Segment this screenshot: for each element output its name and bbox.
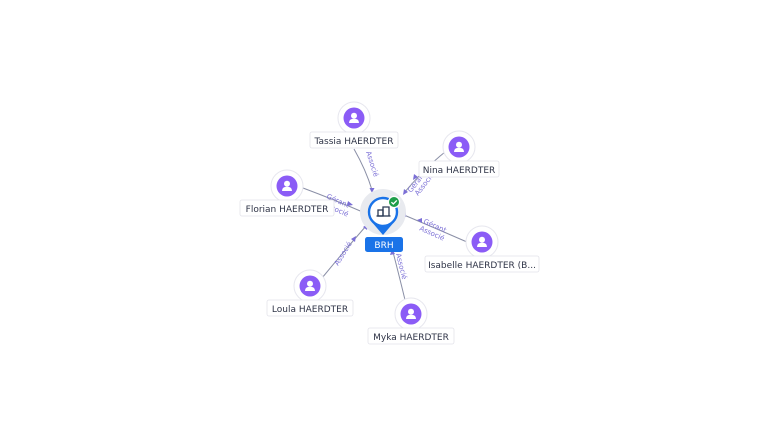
edge-arrow xyxy=(347,201,353,206)
company-badge xyxy=(365,237,403,252)
person-node-isabelle[interactable]: Isabelle HAERDTER (B... xyxy=(424,225,540,273)
edge-florian xyxy=(302,187,366,214)
edge-arrow xyxy=(351,236,356,242)
edge-loula xyxy=(321,225,367,279)
edge-arrow xyxy=(369,188,375,193)
person-name: Nina HAERDTER xyxy=(423,166,496,176)
person-node-florian[interactable]: Florian HAERDTER xyxy=(239,169,335,217)
person-name: Tassia HAERDTER xyxy=(313,137,393,147)
edge-tassia xyxy=(353,148,373,191)
person-node-myka[interactable]: Myka HAERDTER xyxy=(367,297,455,345)
edge-arrow xyxy=(413,174,418,180)
person-node-loula[interactable]: Loula HAERDTER xyxy=(266,269,354,317)
person-name: Myka HAERDTER xyxy=(373,333,449,343)
company-name: BRH xyxy=(374,241,393,251)
person-name: Loula HAERDTER xyxy=(272,305,348,315)
person-node-tassia[interactable]: Tassia HAERDTER xyxy=(309,101,399,149)
building-icon xyxy=(376,206,391,217)
person-name: Isabelle HAERDTER (B... xyxy=(428,261,536,271)
company-node[interactable]: BRH xyxy=(360,189,406,252)
edge-isabelle xyxy=(403,214,468,243)
person-node-nina[interactable]: Nina HAERDTER xyxy=(418,130,500,178)
person-name: Florian HAERDTER xyxy=(246,205,329,215)
edge-arrow xyxy=(403,189,408,195)
edge-label-loula: Associé xyxy=(333,240,354,267)
edge-arrow xyxy=(417,218,422,223)
check-badge-icon xyxy=(387,195,401,209)
